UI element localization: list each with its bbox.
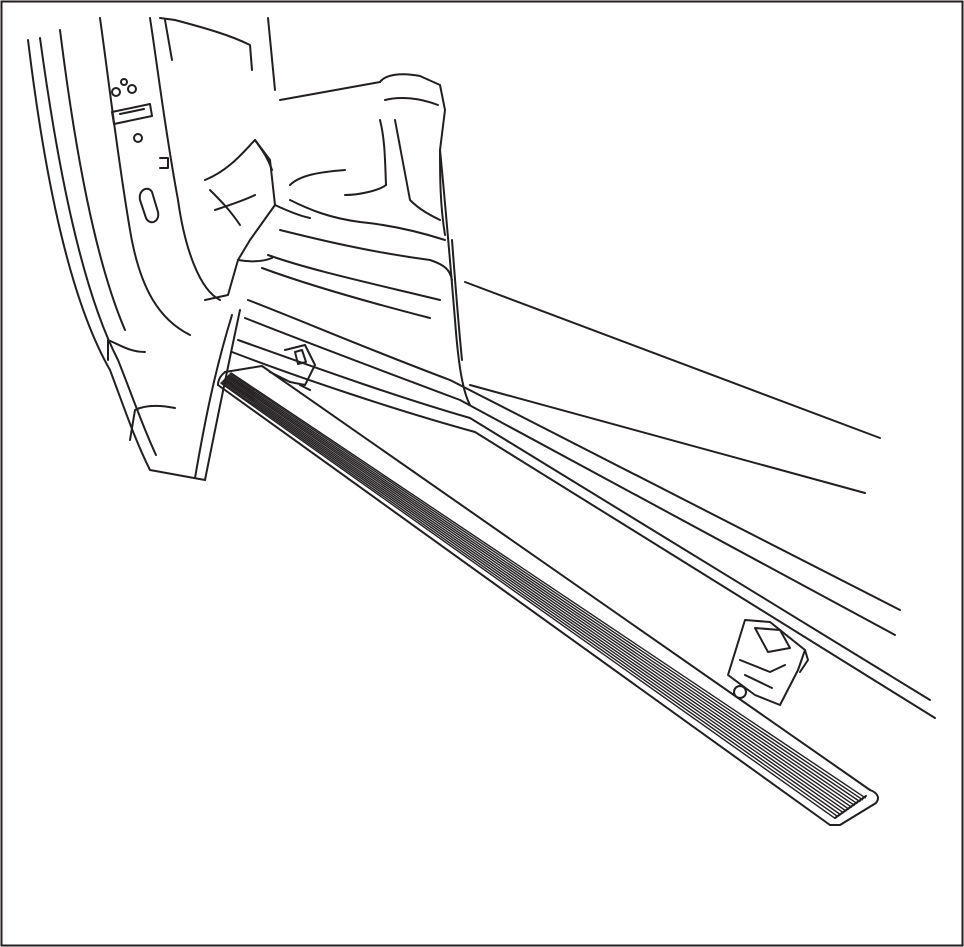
rear-step-bracket: [727, 619, 809, 706]
tread-rib: [220, 382, 836, 819]
tread-rib: [226, 375, 855, 806]
vehicle-body-side: [231, 281, 936, 719]
door-bolt-hole: [133, 133, 143, 143]
door-latch: [111, 103, 153, 125]
door-bolt-hole: [127, 84, 137, 94]
door-bolt-hole: [111, 87, 121, 97]
tread-rib: [224, 377, 850, 810]
door-bolt-hole: [120, 78, 128, 86]
cab-interior: [159, 17, 453, 319]
b-pillar: [439, 149, 471, 406]
seat: [379, 73, 446, 236]
tread-rib: [228, 374, 861, 803]
open-door: [27, 17, 276, 481]
tread-rib: [223, 378, 847, 812]
tread-rib: [229, 373, 864, 801]
running-board-ribs: [220, 372, 866, 819]
bracket-pivot: [733, 685, 747, 699]
front-step-bracket: [269, 344, 316, 391]
tread-rib: [225, 376, 853, 808]
tread-rib: [221, 381, 839, 817]
tread-rib: [230, 372, 866, 799]
tread-rib: [222, 380, 841, 816]
tread-rib: [222, 379, 844, 814]
tread-rib: [227, 375, 858, 805]
